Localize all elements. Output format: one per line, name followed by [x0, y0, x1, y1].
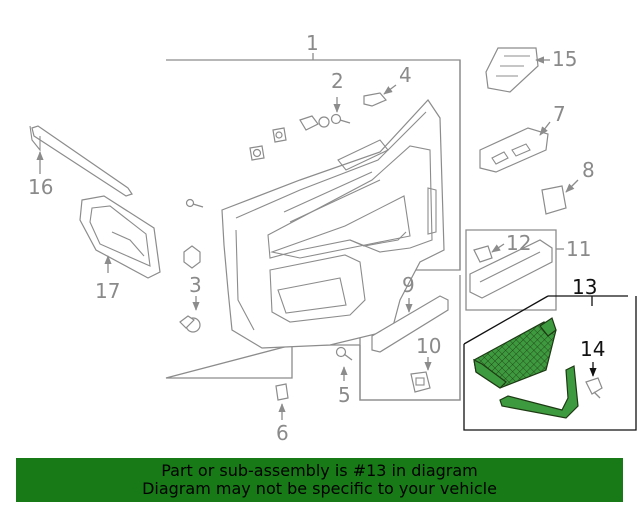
callout-12: 12: [506, 231, 531, 255]
banner-line-1: Part or sub-assembly is #13 in diagram: [161, 461, 478, 480]
callout-7: 7: [553, 102, 566, 126]
callout-13: 13: [572, 275, 597, 299]
callout-2: 2: [331, 69, 344, 93]
screw-part-2: [330, 97, 351, 125]
clip-part-6: [275, 383, 289, 420]
box-part-11: [465, 229, 557, 311]
box-part-13: [463, 295, 637, 431]
push-pins-part-3: [179, 198, 204, 333]
banner-line-2: Diagram may not be specific to your vehi…: [142, 479, 497, 498]
callout-10: 10: [416, 334, 441, 358]
storage-net-part-13: [473, 317, 579, 419]
switch-panel-part-7: [479, 121, 551, 173]
door-trim-panel: [221, 99, 445, 349]
cover-part-8: [541, 179, 579, 215]
callout-1: 1: [306, 31, 319, 55]
callout-4: 4: [399, 63, 412, 87]
trim-strip-part-9: [371, 295, 449, 353]
callout-14: 14: [580, 337, 605, 361]
info-banner: Part or sub-assembly is #13 in diagram D…: [16, 458, 623, 502]
callout-5: 5: [338, 383, 351, 407]
weatherstrip-part-16: [29, 125, 133, 197]
callout-16: 16: [28, 175, 53, 199]
callout-6: 6: [276, 421, 289, 445]
callout-11: 11: [566, 237, 591, 261]
bezel-part-17: [79, 195, 161, 279]
screw-part-5: [335, 346, 353, 381]
switch-part-15: [485, 47, 550, 93]
bracket-part-10: [410, 357, 432, 393]
screw-part-14: [585, 362, 603, 399]
callout-8: 8: [582, 158, 595, 182]
callout-9: 9: [402, 273, 415, 297]
callout-15: 15: [552, 47, 577, 71]
trim-clips: [249, 115, 330, 161]
callout-3: 3: [189, 273, 202, 297]
callout-17: 17: [95, 279, 120, 303]
clip-part-4: [363, 84, 397, 107]
